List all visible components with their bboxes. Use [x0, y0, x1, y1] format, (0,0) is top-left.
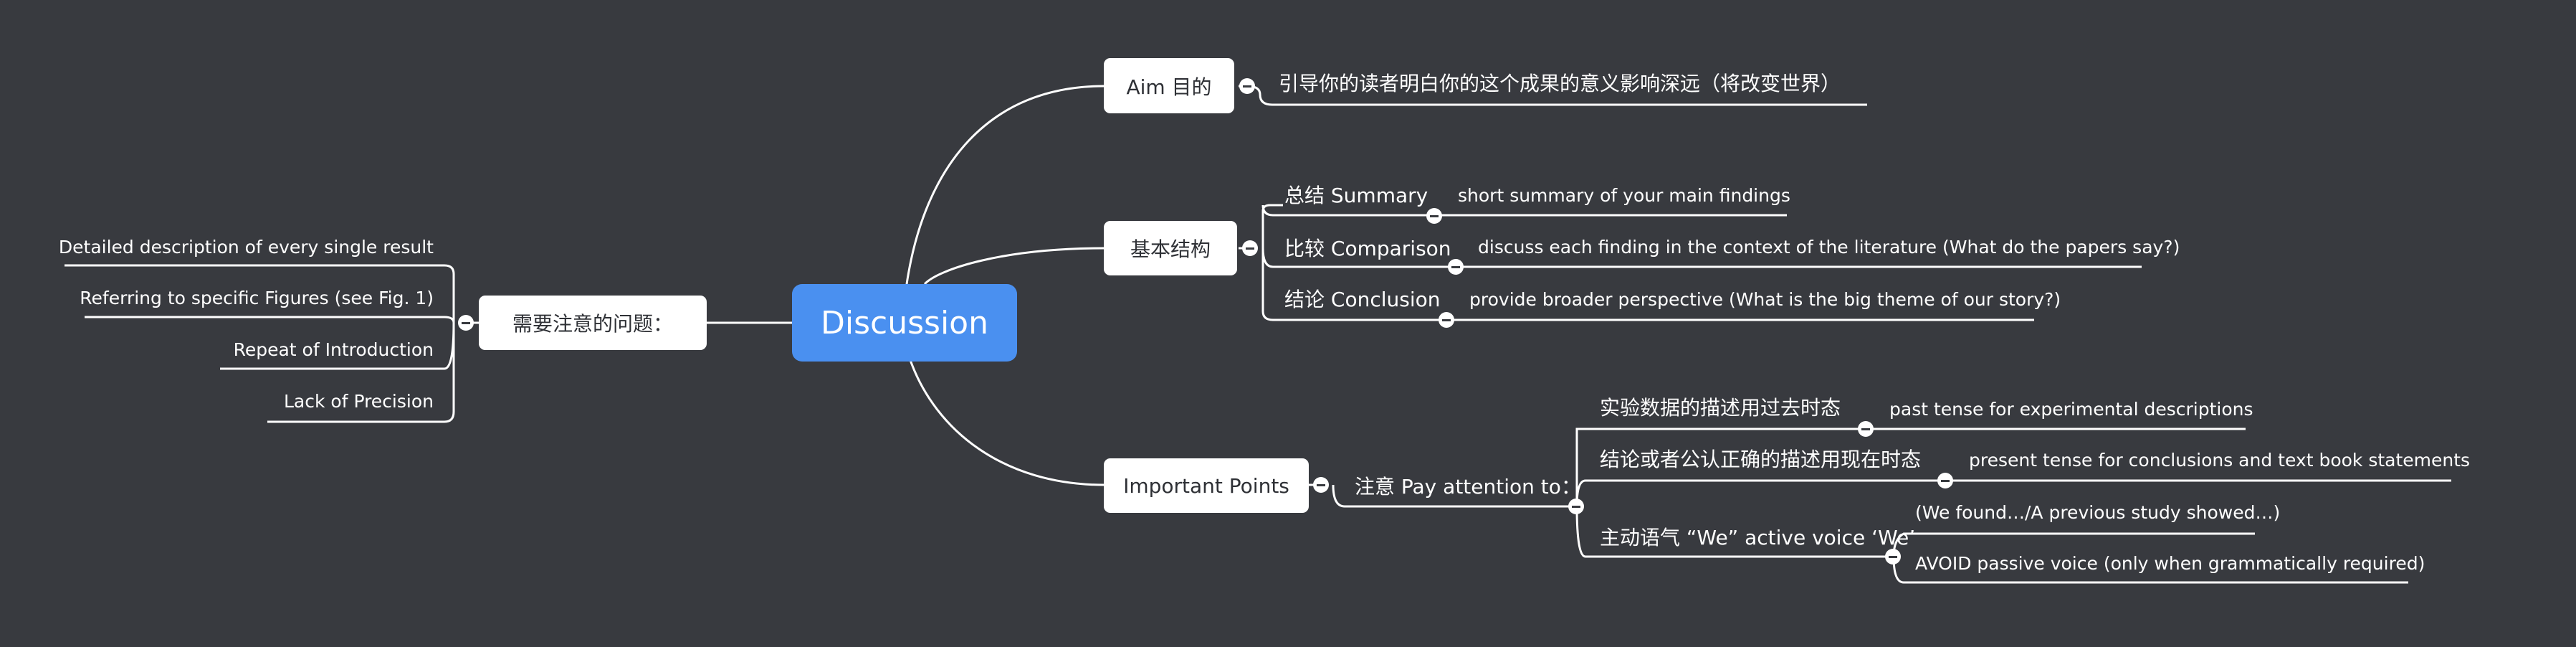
- issues-node[interactable]: 需要注意的问题：: [479, 296, 707, 350]
- past-tense-label: 实验数据的描述用过去时态: [1600, 396, 1841, 420]
- active-voice-label: 主动语气 “We” active voice ‘We’: [1600, 526, 1916, 549]
- collapse-toggle-attention[interactable]: [1568, 499, 1584, 514]
- connector-root-structure: [923, 247, 1105, 285]
- aim-detail: 引导你的读者明白你的这个成果的意义影响深远（将改变世界）: [1279, 72, 1841, 95]
- comparison-detail: discuss each finding in the context of t…: [1478, 237, 2180, 258]
- issue-item: Repeat of Introduction: [233, 339, 434, 360]
- important-points-node[interactable]: Important Points: [1104, 458, 1309, 513]
- collapse-toggle-summary[interactable]: [1426, 208, 1442, 224]
- aim-node[interactable]: Aim 目的: [1104, 58, 1234, 113]
- comparison-label: 比较 Comparison: [1284, 237, 1451, 260]
- collapse-toggle-present-tense[interactable]: [1937, 473, 1953, 488]
- collapse-toggle-aim[interactable]: [1239, 78, 1255, 94]
- summary-detail: short summary of your main findings: [1458, 185, 1790, 206]
- issue-item: Referring to specific Figures (see Fig. …: [80, 288, 434, 308]
- present-tense-detail: present tense for conclusions and text b…: [1969, 450, 2471, 471]
- connector-root-aim: [905, 85, 1105, 285]
- structure-node[interactable]: 基本结构: [1104, 221, 1237, 275]
- summary-label: 总结 Summary: [1284, 184, 1428, 207]
- collapse-toggle-points[interactable]: [1313, 477, 1329, 493]
- issue-item: Detailed description of every single res…: [58, 237, 434, 258]
- issue-item: Lack of Precision: [283, 391, 434, 412]
- collapse-toggle-conclusion[interactable]: [1439, 312, 1454, 328]
- collapse-toggle-active-voice[interactable]: [1885, 549, 1901, 565]
- collapse-toggle-issues[interactable]: [458, 315, 474, 331]
- conclusion-label: 结论 Conclusion: [1284, 288, 1441, 311]
- active-voice-example: (We found…/A previous study showed…): [1915, 502, 2281, 523]
- collapse-toggle-comparison[interactable]: [1448, 259, 1464, 275]
- connector-root-points: [909, 359, 1105, 486]
- attention-label: 注意 Pay attention to：: [1355, 475, 1581, 499]
- conclusion-detail: provide broader perspective (What is the…: [1469, 289, 2061, 310]
- collapse-toggle-past-tense[interactable]: [1858, 421, 1874, 437]
- root-node[interactable]: Discussion: [792, 284, 1017, 362]
- collapse-toggle-structure[interactable]: [1242, 240, 1258, 256]
- present-tense-label: 结论或者公认正确的描述用现在时态: [1600, 448, 1922, 471]
- past-tense-detail: past tense for experimental descriptions: [1889, 399, 2253, 420]
- active-voice-detail: AVOID passive voice (only when grammatic…: [1915, 553, 2425, 574]
